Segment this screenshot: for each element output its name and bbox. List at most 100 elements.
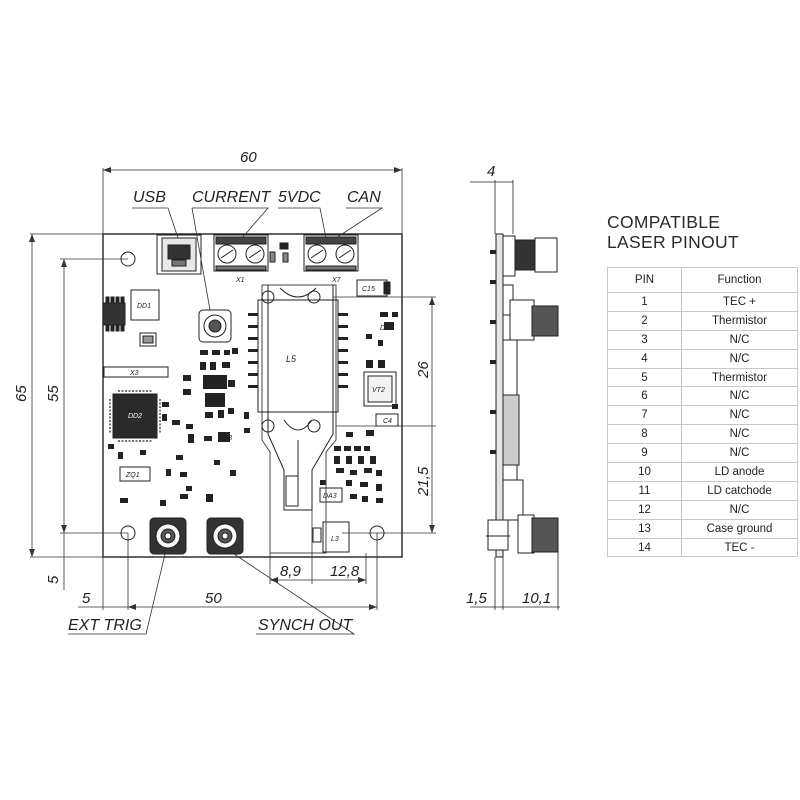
pin-function: N/C bbox=[681, 386, 798, 407]
pin-function: Case ground bbox=[681, 518, 798, 539]
pin-number: 3 bbox=[607, 329, 682, 350]
ref-x3: X3 bbox=[129, 370, 139, 377]
label-5vdc: 5VDC bbox=[278, 189, 321, 206]
ref-l3: L3 bbox=[331, 536, 339, 543]
pin-function: Thermistor bbox=[681, 310, 798, 331]
pin-function: LD anode bbox=[681, 462, 798, 482]
pin-number: 13 bbox=[607, 518, 682, 539]
ref-da1: DA1 bbox=[207, 399, 221, 406]
ref-da5: DA5 bbox=[208, 381, 222, 388]
pinout-header-row: PIN Function bbox=[607, 267, 798, 293]
header-pin: PIN bbox=[607, 267, 682, 293]
ref-x1: X1 bbox=[235, 277, 245, 284]
ref-c15: C15 bbox=[362, 286, 375, 293]
pin-number: 9 bbox=[607, 443, 682, 464]
pin-function: LD catchode bbox=[681, 480, 798, 501]
pin-function: N/C bbox=[681, 424, 798, 445]
pinout-title-line2: LASER PINOUT bbox=[607, 232, 739, 252]
pin-function: TEC - bbox=[681, 537, 798, 558]
pin-function: TEC + bbox=[681, 292, 798, 312]
label-ext-trig: EXT TRIG bbox=[68, 617, 142, 634]
dim-laser-x2: 12,8 bbox=[330, 563, 360, 580]
ref-da2: DA2 bbox=[380, 325, 394, 332]
chip-da3 bbox=[319, 487, 343, 503]
terminal-block-x7 bbox=[303, 234, 359, 272]
side-view bbox=[470, 180, 560, 610]
label-synch-out: SYNCH OUT bbox=[258, 617, 353, 634]
dimension-arrows bbox=[29, 167, 435, 610]
usb-connector bbox=[156, 234, 202, 275]
transistor-vt2 bbox=[363, 371, 397, 407]
dim-side-depth: 10,1 bbox=[522, 590, 551, 607]
leader-lines bbox=[68, 207, 384, 635]
dim-laser-width: 26 bbox=[415, 361, 432, 379]
pin-function: N/C bbox=[681, 499, 798, 520]
current-trimmer bbox=[198, 309, 232, 343]
pin-number: 12 bbox=[607, 499, 682, 520]
pin-function: N/C bbox=[681, 405, 798, 426]
ref-vt2: VT2 bbox=[372, 387, 385, 394]
smd-components bbox=[108, 312, 398, 506]
pin-function: Thermistor bbox=[681, 367, 798, 388]
pin-number: 11 bbox=[607, 480, 682, 501]
label-usb: USB bbox=[133, 189, 166, 206]
dim-hole-offset-bottom: 5 bbox=[45, 575, 62, 584]
pinout-title-line1: COMPATIBLE bbox=[607, 212, 721, 232]
ref-zq1: ZQ1 bbox=[125, 472, 140, 479]
dim-laser-lower: 21,5 bbox=[415, 466, 432, 497]
pin-number: 6 bbox=[607, 386, 682, 407]
dimension-lines bbox=[30, 168, 436, 610]
dim-hole-offset-left: 5 bbox=[82, 590, 91, 607]
ref-x7: X7 bbox=[331, 277, 342, 284]
inductor-l3 bbox=[322, 521, 350, 553]
pin-number: 4 bbox=[607, 348, 682, 369]
pin-number: 10 bbox=[607, 462, 682, 482]
pin-function: N/C bbox=[681, 348, 798, 369]
ref-da3: DA3 bbox=[323, 493, 337, 500]
pin-number: 5 bbox=[607, 367, 682, 388]
ref-c4: C4 bbox=[383, 418, 392, 425]
header-x3 bbox=[103, 366, 169, 378]
dim-hole-spacing-v: 55 bbox=[45, 385, 62, 402]
dim-side-top: 4 bbox=[487, 163, 495, 180]
dim-laser-x1: 8,9 bbox=[280, 563, 302, 580]
pin-function: N/C bbox=[681, 443, 798, 464]
ref-dd2: DD2 bbox=[128, 413, 142, 420]
terminal-block-x1 bbox=[213, 234, 269, 272]
ref-dd3: DD3 bbox=[218, 435, 232, 442]
chip-dd1 bbox=[102, 289, 160, 332]
label-can: CAN bbox=[347, 189, 381, 206]
pin-number: 1 bbox=[607, 292, 682, 312]
pin-number: 8 bbox=[607, 424, 682, 445]
pin-number: 7 bbox=[607, 405, 682, 426]
ref-dd1: DD1 bbox=[137, 303, 151, 310]
pin-function: N/C bbox=[681, 329, 798, 350]
dim-hole-spacing-h: 50 bbox=[205, 590, 222, 607]
sma-ext-trig bbox=[149, 517, 187, 555]
sma-synch-out bbox=[206, 517, 244, 555]
label-current: CURRENT bbox=[192, 189, 271, 206]
dim-width: 60 bbox=[240, 149, 257, 166]
pin-number: 14 bbox=[607, 537, 682, 558]
chip-dd2 bbox=[109, 390, 161, 442]
dim-side-pcb: 1,5 bbox=[466, 590, 488, 607]
pin-number: 2 bbox=[607, 310, 682, 331]
ref-l5: L5 bbox=[286, 354, 297, 364]
pinout-title: COMPATIBLE LASER PINOUT bbox=[607, 212, 739, 252]
